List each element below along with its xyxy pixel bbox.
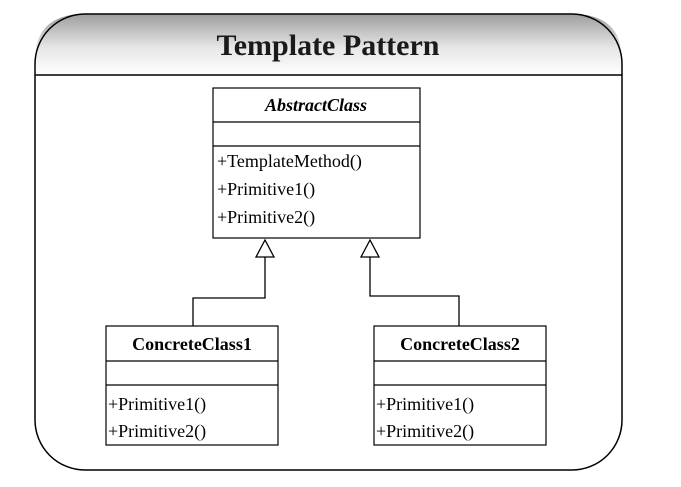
concrete-class-1-name: ConcreteClass1 <box>132 334 252 354</box>
abstract-method: +TemplateMethod() <box>217 151 362 172</box>
inheritance-arrowhead-icon <box>254 238 276 258</box>
concrete-class-2-name: ConcreteClass2 <box>400 334 520 354</box>
abstract-class-name: AbstractClass <box>264 95 367 115</box>
connector-concreteclass1 <box>192 257 266 326</box>
concrete-class-1-box: ConcreteClass1 +Primitive1() +Primitive2… <box>105 325 279 446</box>
abstract-method: +Primitive2() <box>217 207 315 228</box>
title-band <box>35 14 622 75</box>
diagram-title: Template Pattern <box>216 29 439 62</box>
pattern-frame: Template Pattern <box>34 13 623 471</box>
abstract-method: +Primitive1() <box>217 179 315 200</box>
concrete-class-2-box: ConcreteClass2 +Primitive1() +Primitive2… <box>373 325 547 446</box>
frame-border <box>34 13 623 471</box>
concrete-class-2-method: +Primitive1() <box>376 394 474 415</box>
generalization-connectors <box>192 238 460 326</box>
concrete-class-1-method: +Primitive2() <box>108 421 206 442</box>
concrete-class-2-method: +Primitive2() <box>376 421 474 442</box>
abstract-class-box: AbstractClass +TemplateMethod() +Primiti… <box>212 87 421 239</box>
connector-concreteclass2 <box>369 257 460 326</box>
concrete-class-1-method: +Primitive1() <box>108 394 206 415</box>
inheritance-arrowhead-icon <box>359 238 381 258</box>
